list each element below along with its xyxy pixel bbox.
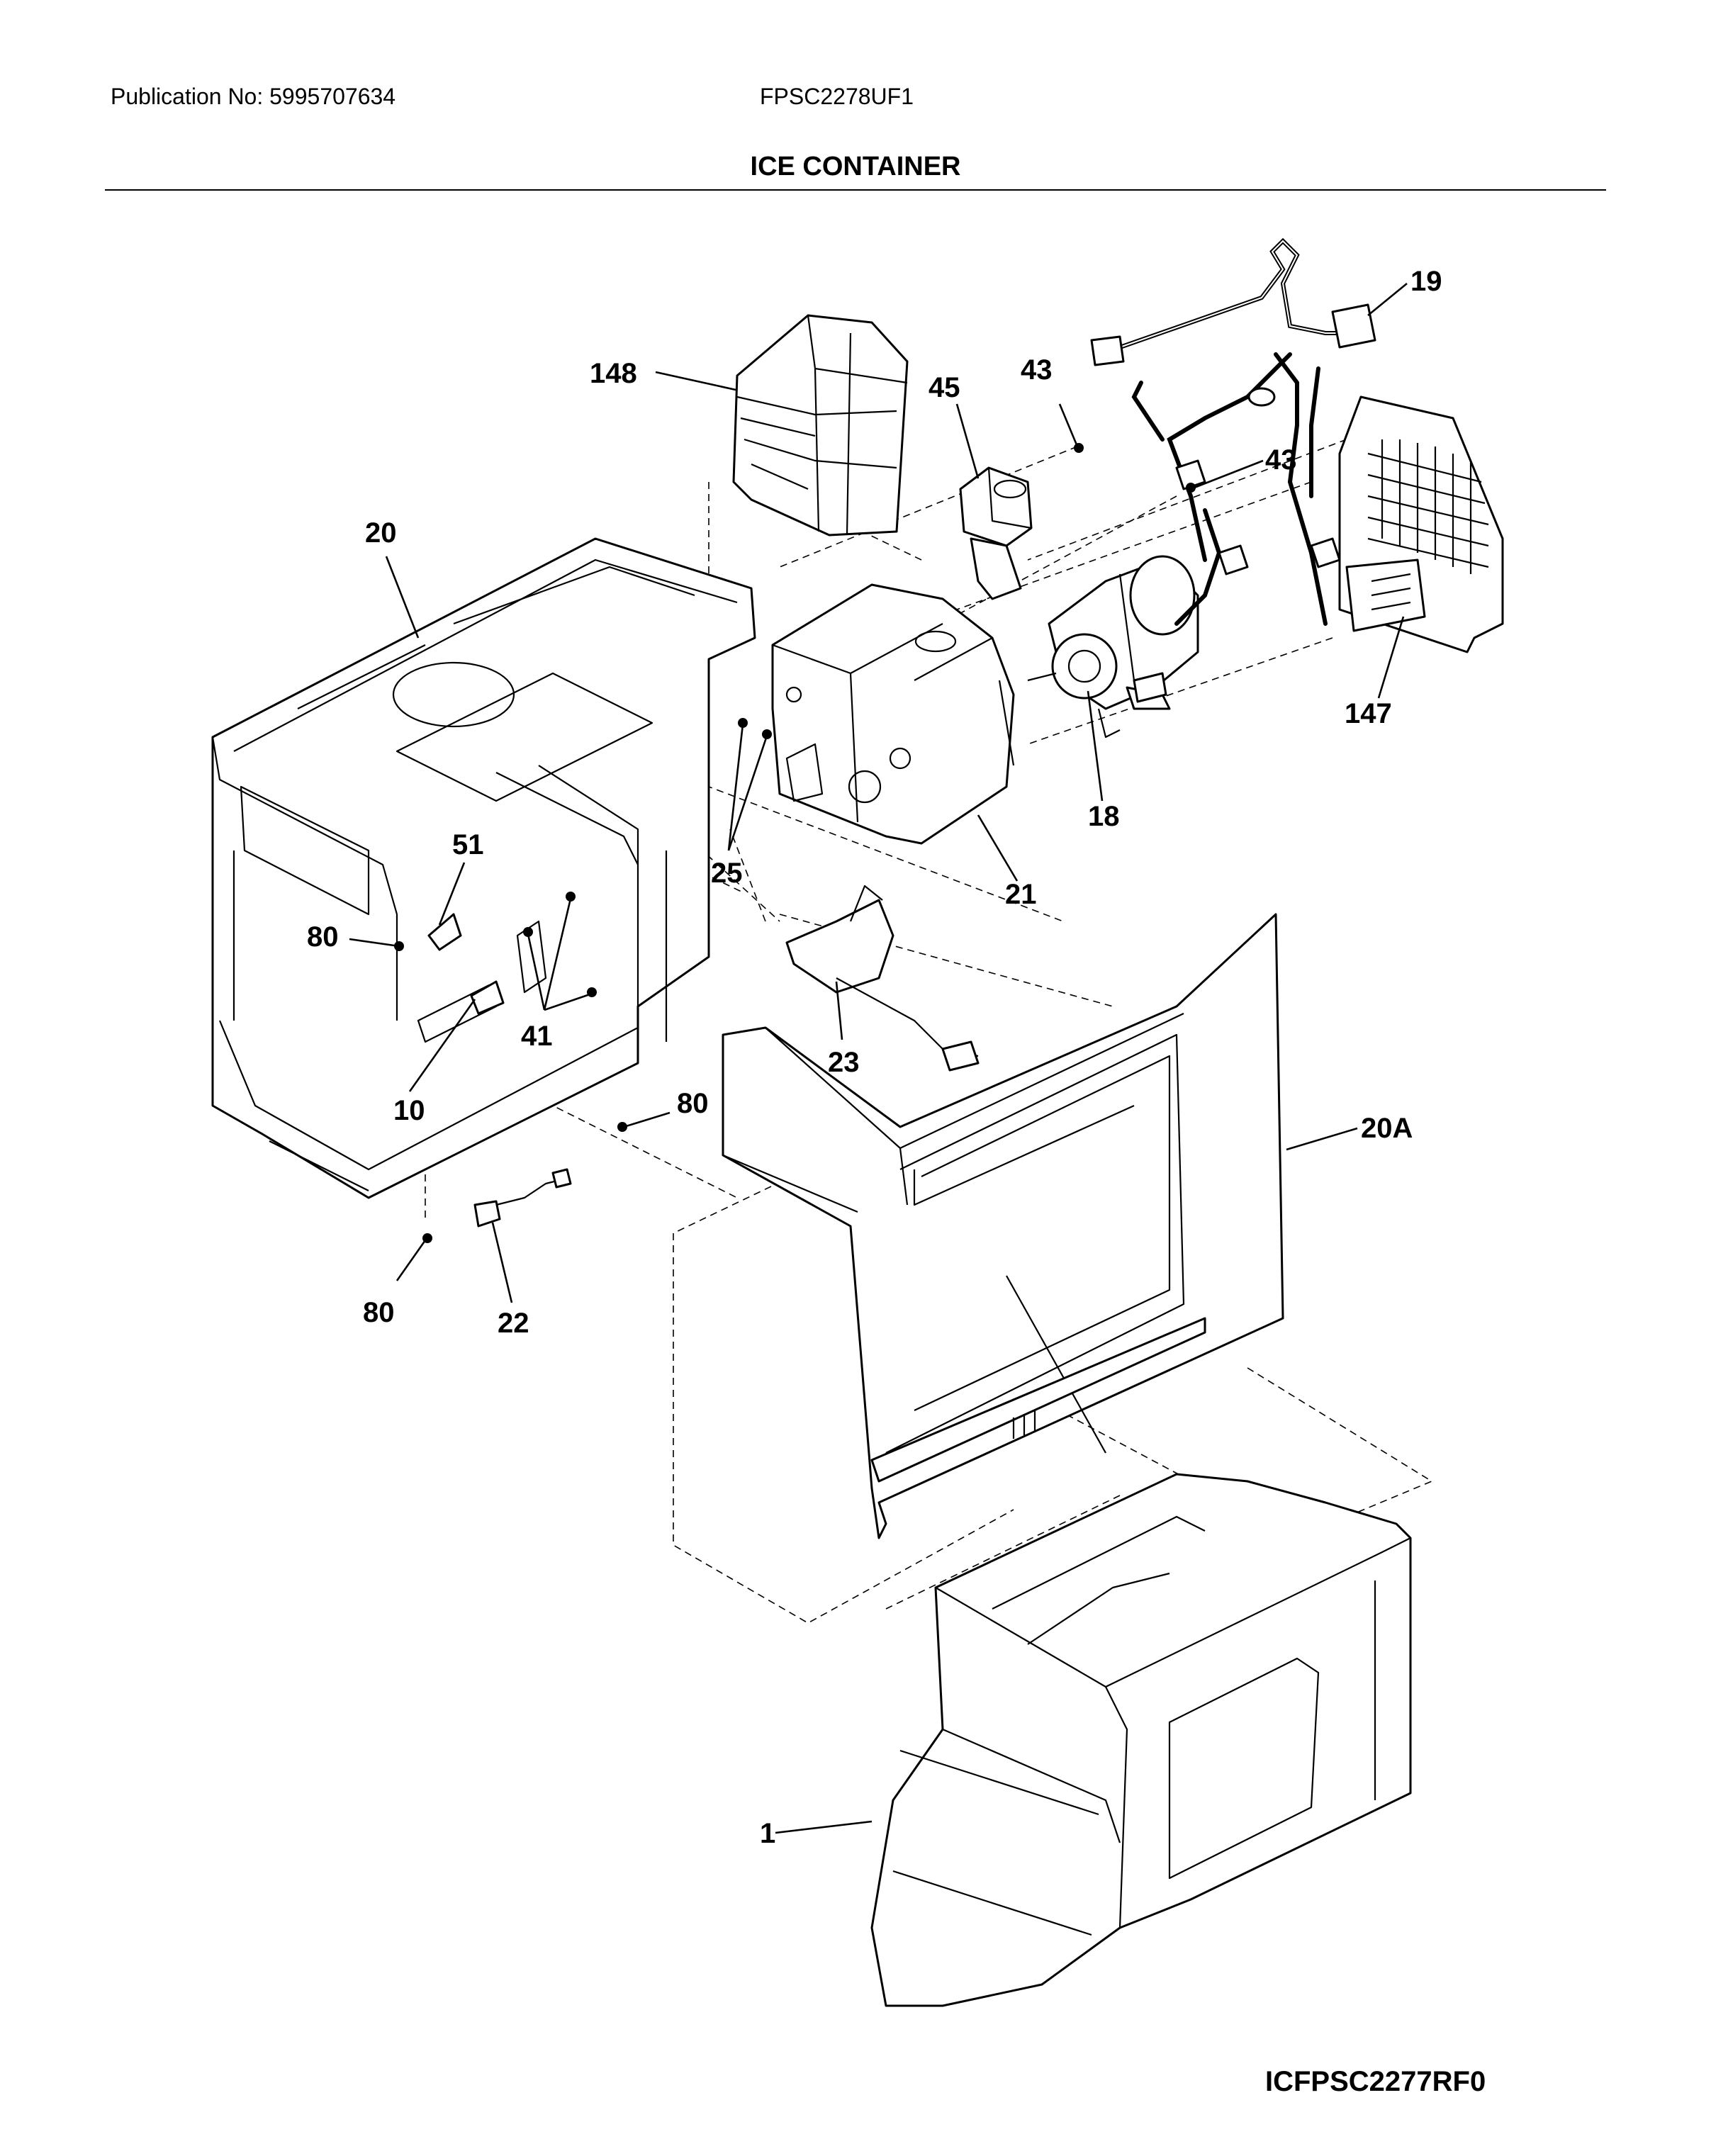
page-title: ICE CONTAINER	[750, 152, 961, 181]
callout-41: 41	[521, 1021, 553, 1052]
clip-51	[427, 913, 462, 951]
callout-labels: 148 45 43 19 43 20 147 18 51 25 21 80 41…	[307, 266, 1442, 1849]
callout-23: 23	[828, 1047, 860, 1078]
screw-25a	[738, 718, 748, 728]
screw-80b	[617, 1122, 627, 1132]
callout-51: 51	[452, 829, 484, 860]
callout-45: 45	[929, 372, 960, 403]
callout-20A: 20A	[1361, 1113, 1413, 1144]
callout-80-mid: 80	[677, 1088, 709, 1119]
leader-lines	[349, 282, 1408, 1834]
part-148-cover	[732, 314, 909, 537]
callout-80-left: 80	[307, 921, 339, 953]
thermistor-10	[470, 980, 505, 1015]
part-23-flapper	[785, 885, 980, 1072]
header-divider	[105, 189, 1606, 191]
callout-148: 148	[590, 358, 637, 389]
grill-pattern	[1367, 439, 1489, 574]
part-20A-frame	[722, 913, 1284, 1539]
part-18-motor	[1027, 555, 1199, 739]
sensor-22	[473, 1200, 501, 1228]
part-147-grill	[1338, 395, 1504, 653]
part-20-housing	[211, 537, 756, 1199]
callout-80-bottom: 80	[363, 1297, 395, 1328]
part-45-solenoid	[959, 466, 1033, 600]
drawing-code: ICFPSC2277RF0	[1265, 2066, 1486, 2097]
callout-22: 22	[498, 1308, 529, 1339]
screw-41a	[566, 892, 576, 902]
callout-43-top: 43	[1021, 354, 1053, 386]
callout-19: 19	[1410, 266, 1442, 297]
screw-43a	[1074, 443, 1084, 453]
part-21-motor-housing	[771, 583, 1015, 845]
callout-147: 147	[1345, 698, 1392, 729]
callout-25: 25	[711, 858, 743, 889]
callout-18: 18	[1088, 801, 1120, 832]
callout-21: 21	[1005, 879, 1037, 910]
publication-number: Publication No: 5995707634	[111, 84, 396, 109]
screw-41b	[523, 927, 533, 937]
screw-25b	[762, 729, 772, 739]
callout-10: 10	[393, 1095, 425, 1126]
callout-20: 20	[365, 517, 397, 549]
callout-1: 1	[760, 1818, 775, 1849]
callout-43-right: 43	[1265, 444, 1297, 476]
screw-43b	[1186, 483, 1196, 493]
model-number: FPSC2278UF1	[760, 84, 914, 109]
part-1-ice-bucket	[870, 1473, 1412, 2007]
part-19-harness	[1090, 237, 1376, 703]
